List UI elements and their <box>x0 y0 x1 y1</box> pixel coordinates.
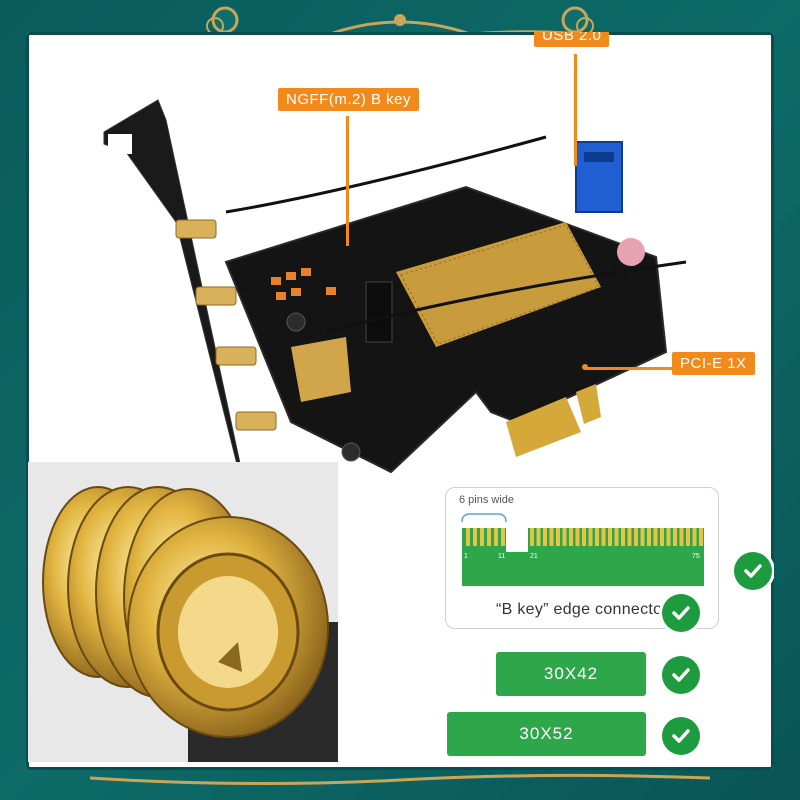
edge-pin <box>562 528 567 546</box>
module-30x52: 30X52 <box>447 712 646 756</box>
edge-pin <box>556 528 560 546</box>
edge-pin <box>575 528 580 546</box>
edge-pin <box>666 528 671 546</box>
usb-callout: USB 2.0 <box>534 32 610 47</box>
edge-connector-caption: “B key” edge connector <box>495 601 669 618</box>
edge-pin <box>686 528 690 546</box>
usb-leader-line <box>574 54 577 166</box>
check-icon-edge <box>662 594 700 632</box>
edge-pin <box>692 528 697 546</box>
edge-pin <box>634 528 638 546</box>
pins-wide-label: 6 pins wide <box>459 494 515 506</box>
edge-pin <box>569 528 573 546</box>
edge-pin <box>627 528 632 546</box>
edge-pin <box>647 528 651 546</box>
edge-pin <box>621 528 625 546</box>
check-icon-30x52 <box>662 717 700 755</box>
svg-text:1: 1 <box>464 553 468 560</box>
edge-pin <box>582 528 586 546</box>
edge-connector-drawing: 1 11 21 75 <box>461 513 704 586</box>
edge-pin <box>673 528 677 546</box>
product-panel: USB 2.0 NGFF(m.2) B key PCI-E 1X 6 pins … <box>26 32 774 770</box>
pcie-leader-line <box>586 367 672 370</box>
svg-text:11: 11 <box>498 553 505 560</box>
edge-pin <box>640 528 645 546</box>
check-icon-30x42 <box>662 656 700 694</box>
edge-pin <box>530 528 534 546</box>
pcie-adapter-card-photo <box>103 99 687 532</box>
edge-pin <box>543 528 547 546</box>
edge-pin <box>699 528 703 546</box>
svg-text:75: 75 <box>692 553 700 560</box>
pcie-leader-dot <box>582 364 588 370</box>
check-icon-diagram <box>734 552 772 590</box>
edge-pin <box>549 528 554 546</box>
edge-pin <box>653 528 658 546</box>
b-key-edge-connector-diagram: 6 pins wide 1 11 21 75 “B key” edge conn… <box>445 487 719 629</box>
edge-pin <box>660 528 664 546</box>
edge-pin <box>608 528 612 546</box>
sma-connector-closeup-photo <box>28 462 338 762</box>
edge-pin <box>601 528 606 546</box>
module-30x52-label: 30X52 <box>519 724 574 743</box>
pcie-callout: PCI-E 1X <box>672 352 755 375</box>
edge-pin <box>536 528 541 546</box>
edge-pin <box>614 528 619 546</box>
ngff-callout: NGFF(m.2) B key <box>278 88 420 111</box>
edge-pin <box>679 528 684 546</box>
svg-text:21: 21 <box>530 553 538 560</box>
module-30x42-label: 30X42 <box>543 664 599 683</box>
module-30x42: 30X42 <box>496 652 646 696</box>
edge-pin <box>588 528 593 546</box>
ngff-leader-line <box>346 116 349 246</box>
edge-pin <box>595 528 599 546</box>
cloud-ornament-bottom <box>90 773 710 786</box>
